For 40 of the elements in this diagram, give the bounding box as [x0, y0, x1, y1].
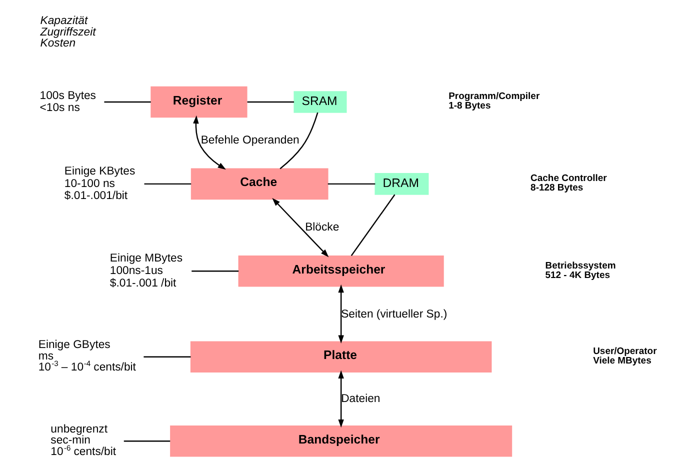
- node-text: 100s Bytes <10s ns: [40, 90, 96, 114]
- edge-label: Blöcke: [305, 221, 340, 234]
- connector: [104, 101, 151, 103]
- node-box: Cache: [190, 168, 328, 200]
- node-text: unbegrenzt sec-min 10$^{-6}$ cents/bit: [50, 423, 116, 458]
- arrow: [338, 370, 344, 428]
- arrow: [272, 198, 329, 258]
- node-text: Einige GBytes ms 10$^{-3}$ – 10$^{-4}$ cents/bit: [38, 338, 136, 374]
- node-box: DRAM: [374, 173, 429, 195]
- connector: [144, 356, 191, 358]
- connector: [328, 183, 376, 185]
- arrow: [338, 284, 344, 344]
- connector: [280, 112, 318, 170]
- connector: [124, 440, 170, 442]
- label: Viele MBytes: [593, 355, 652, 366]
- edge-label: Dateien: [341, 392, 380, 405]
- edge-label: Befehle Operanden: [200, 134, 300, 146]
- connector: [144, 183, 192, 185]
- label: Betriebssystem: [545, 260, 616, 272]
- label: 512 - 4K Bytes: [545, 270, 610, 281]
- node-box: Bandspeicher: [170, 426, 512, 457]
- connector: [247, 101, 294, 103]
- label: Cache Controller: [530, 173, 607, 184]
- label: Programm/Compiler: [448, 91, 540, 102]
- connector: [350, 194, 396, 256]
- label: 8-128 Bytes: [530, 182, 584, 194]
- arrow: [193, 115, 226, 170]
- label: User/Operator: [593, 346, 657, 358]
- node-box: Arbeitsspeicher: [238, 255, 444, 287]
- connector: [192, 270, 239, 272]
- node-box: SRAM: [294, 91, 347, 113]
- label: Zugriffszeit: [40, 26, 96, 38]
- node-text: Einige KBytes 10-100 ns $.01-.001/bit: [64, 166, 136, 202]
- label: Kapazität: [40, 14, 88, 27]
- label: 1-8 Bytes: [448, 100, 491, 112]
- edge-label: Seiten (virtueller Sp.): [341, 308, 448, 321]
- node-box: Register: [150, 86, 248, 118]
- label: Kosten: [40, 38, 76, 50]
- node-box: Platte: [190, 341, 492, 372]
- node-text: Einige MBytes 100ns-1us $.01-.001 /bit: [110, 252, 183, 290]
